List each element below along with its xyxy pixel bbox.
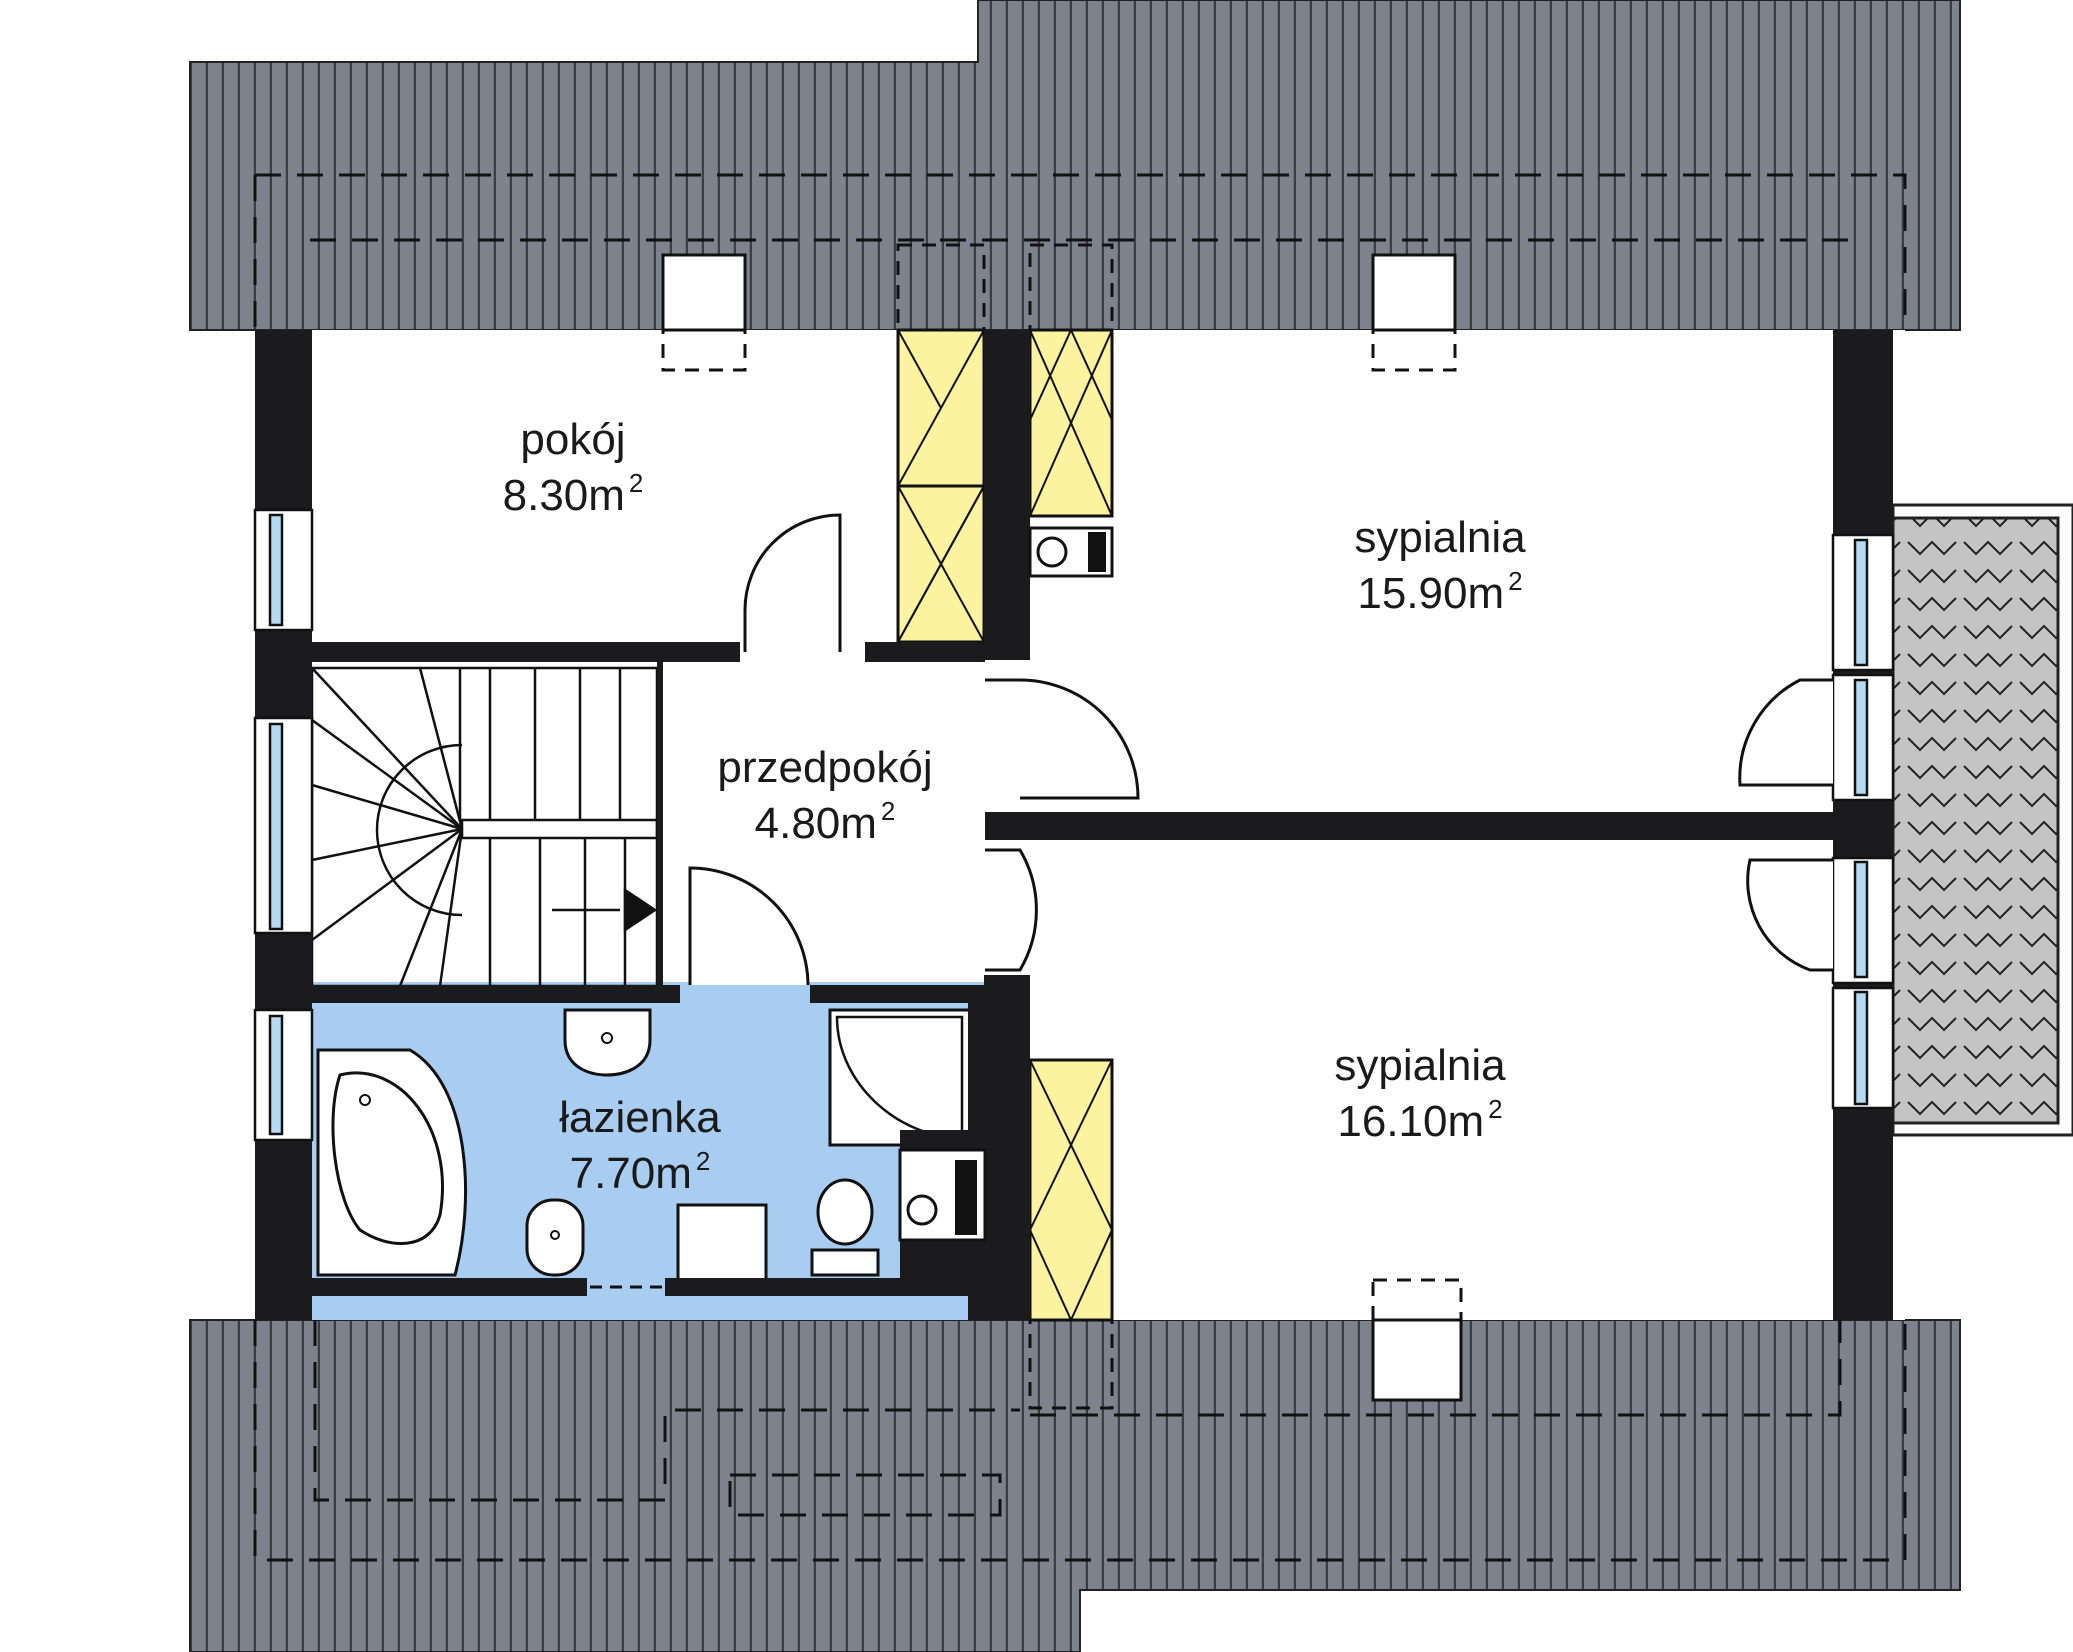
roof-window-top-right bbox=[1371, 253, 1457, 372]
room-area-value: 15.90m bbox=[1357, 569, 1505, 618]
chimney-roof-outlines bbox=[896, 243, 1114, 1410]
balcony bbox=[1891, 503, 2073, 1137]
shower bbox=[828, 1008, 972, 1147]
room-area-value: 7.70m bbox=[569, 1149, 692, 1198]
chimney-middle bbox=[1028, 328, 1114, 518]
chimney-bottom bbox=[1028, 1058, 1114, 1322]
vent-grilles bbox=[898, 526, 1114, 1242]
room-name: pokój bbox=[520, 415, 626, 464]
washbasin bbox=[563, 1008, 652, 1077]
room-area-unit-sup: 2 bbox=[695, 1146, 711, 1176]
room-area-unit-sup: 2 bbox=[880, 796, 896, 826]
room-area-value: 4.80m bbox=[754, 799, 877, 848]
roof-bottom bbox=[189, 1319, 1961, 1652]
bidet bbox=[525, 1198, 585, 1277]
room-name: łazienka bbox=[559, 1093, 721, 1142]
room-name: przedpokój bbox=[717, 743, 933, 792]
room-area-unit-sup: 2 bbox=[1508, 566, 1523, 596]
room-area-value: 16.10m bbox=[1337, 1097, 1485, 1146]
room-area-value: 8.30m bbox=[502, 471, 625, 520]
roof-top bbox=[189, 0, 1961, 331]
bathtub bbox=[316, 1048, 468, 1277]
roof-window-bottom-right bbox=[1371, 1278, 1463, 1402]
room-area-unit-sup: 2 bbox=[628, 468, 644, 498]
toilet bbox=[810, 1178, 880, 1277]
room-name: sypialnia bbox=[1354, 513, 1526, 562]
washing-machine bbox=[676, 1203, 768, 1282]
doors bbox=[688, 513, 1833, 986]
chimney-left bbox=[896, 328, 986, 644]
room-area-unit-sup: 2 bbox=[1488, 1094, 1503, 1124]
room-name: sypialnia bbox=[1334, 1041, 1506, 1090]
roof-window-top-left bbox=[661, 253, 747, 372]
wall-windows bbox=[253, 508, 1895, 1142]
